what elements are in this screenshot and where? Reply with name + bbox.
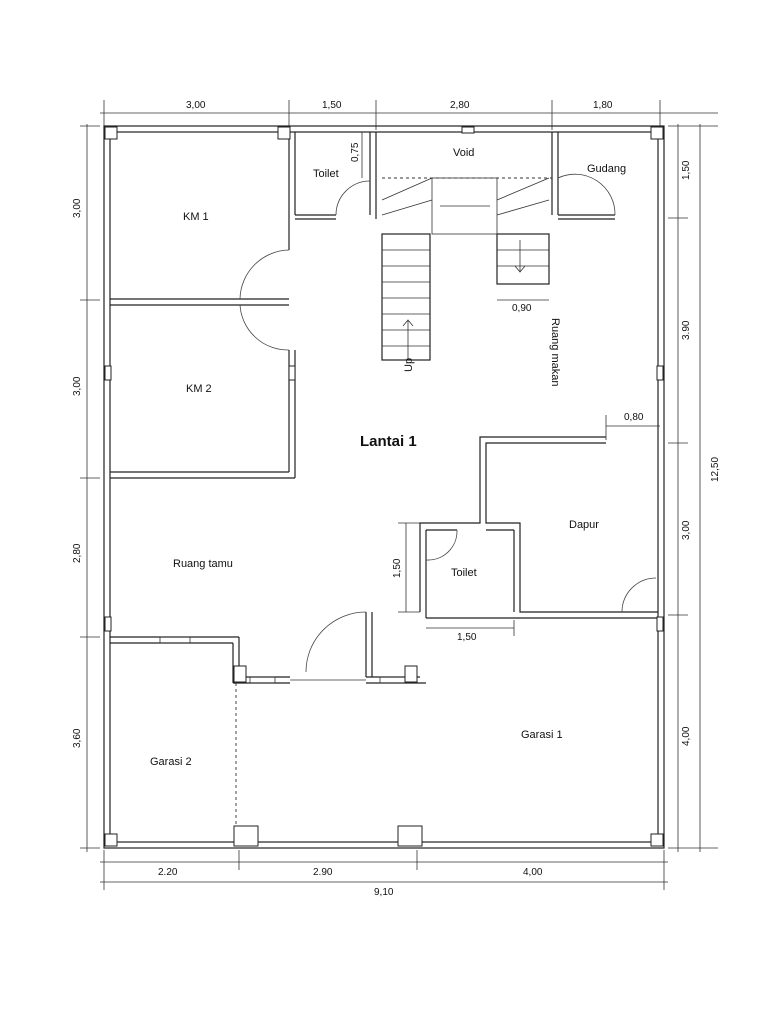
room-label-toilet-mid: Toilet	[451, 567, 477, 579]
plan-title: Lantai 1	[360, 433, 417, 450]
dim-left-3: 2,80	[72, 543, 83, 563]
dim-right-3: 3,00	[681, 520, 692, 540]
dim-bottom-2: 2.90	[313, 867, 333, 878]
room-label-dapur: Dapur	[569, 519, 599, 531]
dim-top-4: 1,80	[593, 100, 613, 111]
dim-kitchen-step: 0,80	[624, 412, 644, 423]
staircase	[381, 177, 550, 361]
room-label-garasi1: Garasi 1	[521, 729, 563, 741]
stair-up-label: Up	[403, 358, 415, 372]
dimension-lines	[80, 100, 718, 890]
dim-bottom-1: 2.20	[158, 867, 178, 878]
dim-top-1: 3,00	[186, 100, 206, 111]
dim-right-2: 3.90	[681, 320, 692, 340]
dim-stair-width: 0,90	[512, 303, 532, 314]
dim-right-4: 4,00	[681, 726, 692, 746]
dim-left-4: 3,60	[72, 728, 83, 748]
room-label-garasi2: Garasi 2	[150, 756, 192, 768]
dim-right-total: 12,50	[710, 457, 721, 482]
dim-top-2: 1,50	[322, 100, 342, 111]
dim-toilet-mid-width: 1,50	[457, 632, 477, 643]
room-label-void: Void	[453, 147, 474, 159]
room-label-toilet-top: Toilet	[313, 168, 339, 180]
room-label-ruang-makan: Ruang makan	[549, 318, 561, 387]
room-label-km2: KM 2	[186, 383, 212, 395]
dim-toilet-top-depth: 0,75	[350, 142, 361, 162]
dim-toilet-mid-depth: 1,50	[392, 558, 403, 578]
interior-walls	[110, 132, 658, 842]
dim-top-3: 2,80	[450, 100, 470, 111]
front-windows	[159, 636, 406, 684]
room-label-km1: KM 1	[183, 211, 209, 223]
inner-dimension-lines	[361, 132, 660, 636]
columns	[104, 126, 664, 847]
dim-left-2: 3,00	[72, 376, 83, 396]
doors	[239, 173, 657, 673]
room-label-gudang: Gudang	[587, 163, 626, 175]
room-label-ruang-tamu: Ruang tamu	[173, 558, 233, 570]
dim-bottom-total: 9,10	[374, 887, 394, 898]
exterior-walls	[103, 125, 665, 849]
dim-right-1: 1,50	[681, 160, 692, 180]
dim-bottom-3: 4,00	[523, 867, 543, 878]
dim-left-1: 3,00	[72, 198, 83, 218]
